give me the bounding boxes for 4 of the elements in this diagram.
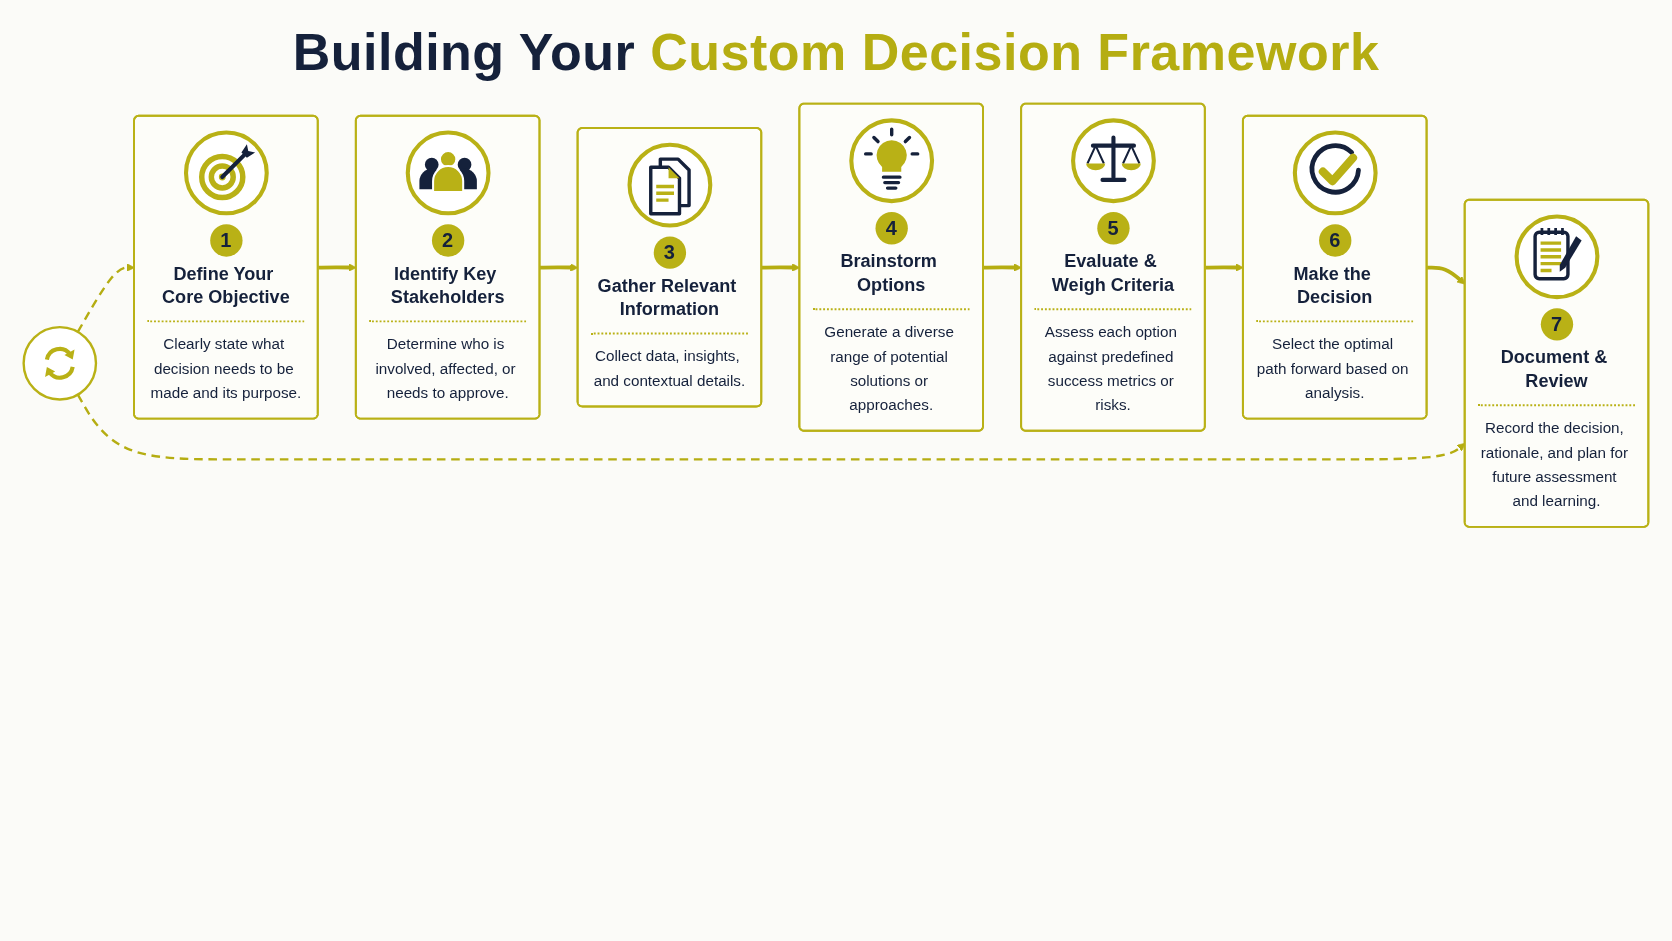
node-circle [22,325,98,401]
arrow [76,263,135,333]
title: Building Your Custom Decision Framework [292,22,1380,82]
arrow [983,263,1022,272]
